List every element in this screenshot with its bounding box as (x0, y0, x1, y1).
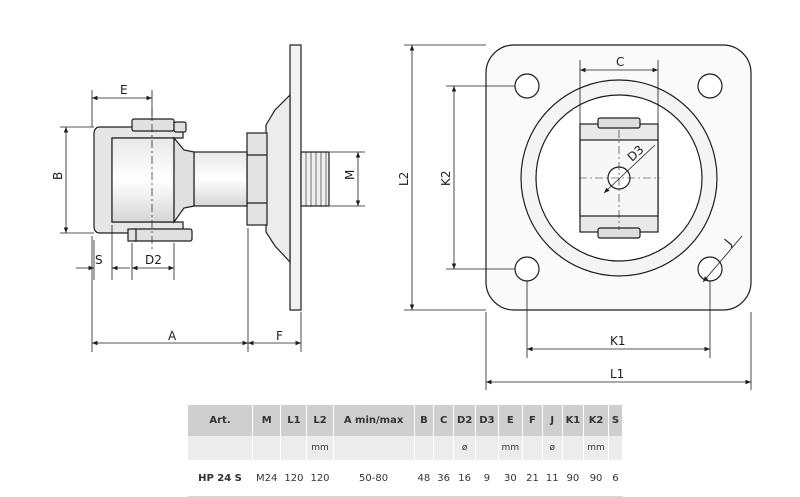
table-header: L1 (280, 405, 308, 436)
table-cell: 90 (562, 460, 585, 497)
table-header: D3 (475, 405, 499, 436)
table-cell: 120 (280, 460, 308, 497)
table-header: J (542, 405, 563, 436)
table-header: B (414, 405, 435, 436)
label-S: S (95, 253, 103, 267)
flange-cone (265, 93, 291, 264)
table-cell: 16 (453, 460, 477, 497)
table-unit (562, 436, 585, 460)
table-units-row: mm ø mm ø mm (188, 436, 624, 460)
table-row: HP 24 S M24 120 120 50-80 48 36 16 9 30 … (188, 460, 624, 497)
table-cell: 6 (608, 460, 624, 497)
table-cell: 90 (583, 460, 609, 497)
hinge-pin (111, 137, 175, 223)
table-unit (333, 436, 415, 460)
table-header-row: Art. M L1 L2 A min/max B C D2 D3 E F J K… (188, 405, 624, 436)
mounting-plate-side (289, 44, 302, 311)
table-header: E (498, 405, 524, 436)
mounting-hole (697, 73, 723, 99)
front-dimensions (404, 44, 752, 390)
table-header: S (608, 405, 624, 436)
table-cell: 21 (522, 460, 543, 497)
table-header: Art. (188, 405, 253, 436)
table-unit: ø (453, 436, 477, 460)
table-unit: mm (306, 436, 334, 460)
table-unit (433, 436, 455, 460)
table-cell: 120 (306, 460, 334, 497)
hex-nut (246, 132, 268, 226)
table-cell: 9 (475, 460, 499, 497)
mounting-hole (514, 256, 540, 282)
table-header: C (433, 405, 455, 436)
mounting-hole (697, 256, 723, 282)
label-E: E (120, 83, 128, 97)
table-unit (475, 436, 499, 460)
technical-drawing: E B S D2 A F M (51, 44, 752, 390)
front-view (485, 44, 752, 311)
table-cell: 48 (414, 460, 435, 497)
table-unit (522, 436, 543, 460)
side-view (93, 44, 330, 311)
label-F: F (276, 329, 283, 343)
label-C: C (616, 55, 624, 69)
label-K2: K2 (439, 170, 453, 186)
table-unit: mm (498, 436, 524, 460)
table-header: F (522, 405, 543, 436)
label-D2: D2 (145, 253, 162, 267)
table-header: M (252, 405, 282, 436)
shaft (193, 151, 248, 207)
label-B: B (51, 172, 65, 180)
label-L2: L2 (397, 172, 411, 186)
table-header: K1 (562, 405, 585, 436)
table-cell: 36 (433, 460, 455, 497)
table-unit (252, 436, 282, 460)
table-cell: 11 (542, 460, 563, 497)
table-header: A min/max (333, 405, 415, 436)
table-unit (414, 436, 435, 460)
table-header: D2 (453, 405, 477, 436)
label-A: A (168, 329, 177, 343)
mounting-hole (514, 73, 540, 99)
side-dimensions (60, 90, 365, 352)
threaded-stud (300, 151, 330, 207)
table-cell: 30 (498, 460, 524, 497)
table-cell: 50-80 (333, 460, 415, 497)
label-K1: K1 (610, 334, 626, 348)
table-cell: HP 24 S (188, 460, 253, 497)
table-cell: M24 (252, 460, 282, 497)
table-header: L2 (306, 405, 334, 436)
table-unit (188, 436, 253, 460)
label-M: M (343, 170, 357, 180)
table-unit: ø (542, 436, 563, 460)
table-unit (608, 436, 624, 460)
table-header: K2 (583, 405, 609, 436)
pin-bottom (131, 228, 193, 242)
table-unit (280, 436, 308, 460)
spec-table: Art. M L1 L2 A min/max B C D2 D3 E F J K… (188, 405, 624, 497)
label-L1: L1 (610, 367, 624, 381)
table-unit: mm (583, 436, 609, 460)
pin-head-top (131, 118, 175, 132)
